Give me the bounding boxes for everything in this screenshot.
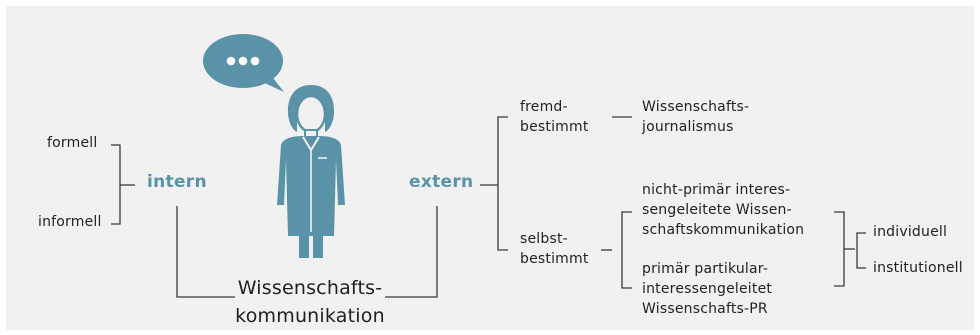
label-intern: intern: [147, 172, 207, 192]
selbst-bracket: [621, 211, 632, 289]
label-extern: extern: [409, 172, 474, 192]
extern-bracket: [497, 116, 508, 251]
label-nicht-primaer: nicht-primär interes- sengeleitete Wisse…: [642, 182, 805, 238]
label-informell: informell: [38, 214, 102, 230]
intern-bracket: [111, 144, 121, 225]
options-bracket: [834, 211, 845, 287]
intern-to-center-line: [176, 206, 235, 298]
label-individuell: individuell: [873, 224, 948, 240]
center-label: Wissenschafts- kommunikation: [235, 277, 385, 327]
label-primaer-partikular: primär partikular- interessengeleitet Wi…: [642, 261, 773, 317]
label-formell: formell: [47, 135, 98, 151]
subtypes-bracket: [856, 232, 866, 269]
diagram-background: [6, 6, 974, 330]
label-institutionell: institutionell: [873, 260, 963, 276]
speech-bubble-icon: [203, 34, 284, 92]
label-fremdbestimmt: fremd- bestimmt: [520, 99, 589, 135]
label-wissenschaftsjournalismus: Wissenschafts- journalismus: [642, 99, 750, 135]
center-to-extern-line: [385, 206, 438, 298]
scientist-figure-icon: [277, 85, 345, 258]
label-selbstbestimmt: selbst- bestimmt: [520, 231, 589, 267]
